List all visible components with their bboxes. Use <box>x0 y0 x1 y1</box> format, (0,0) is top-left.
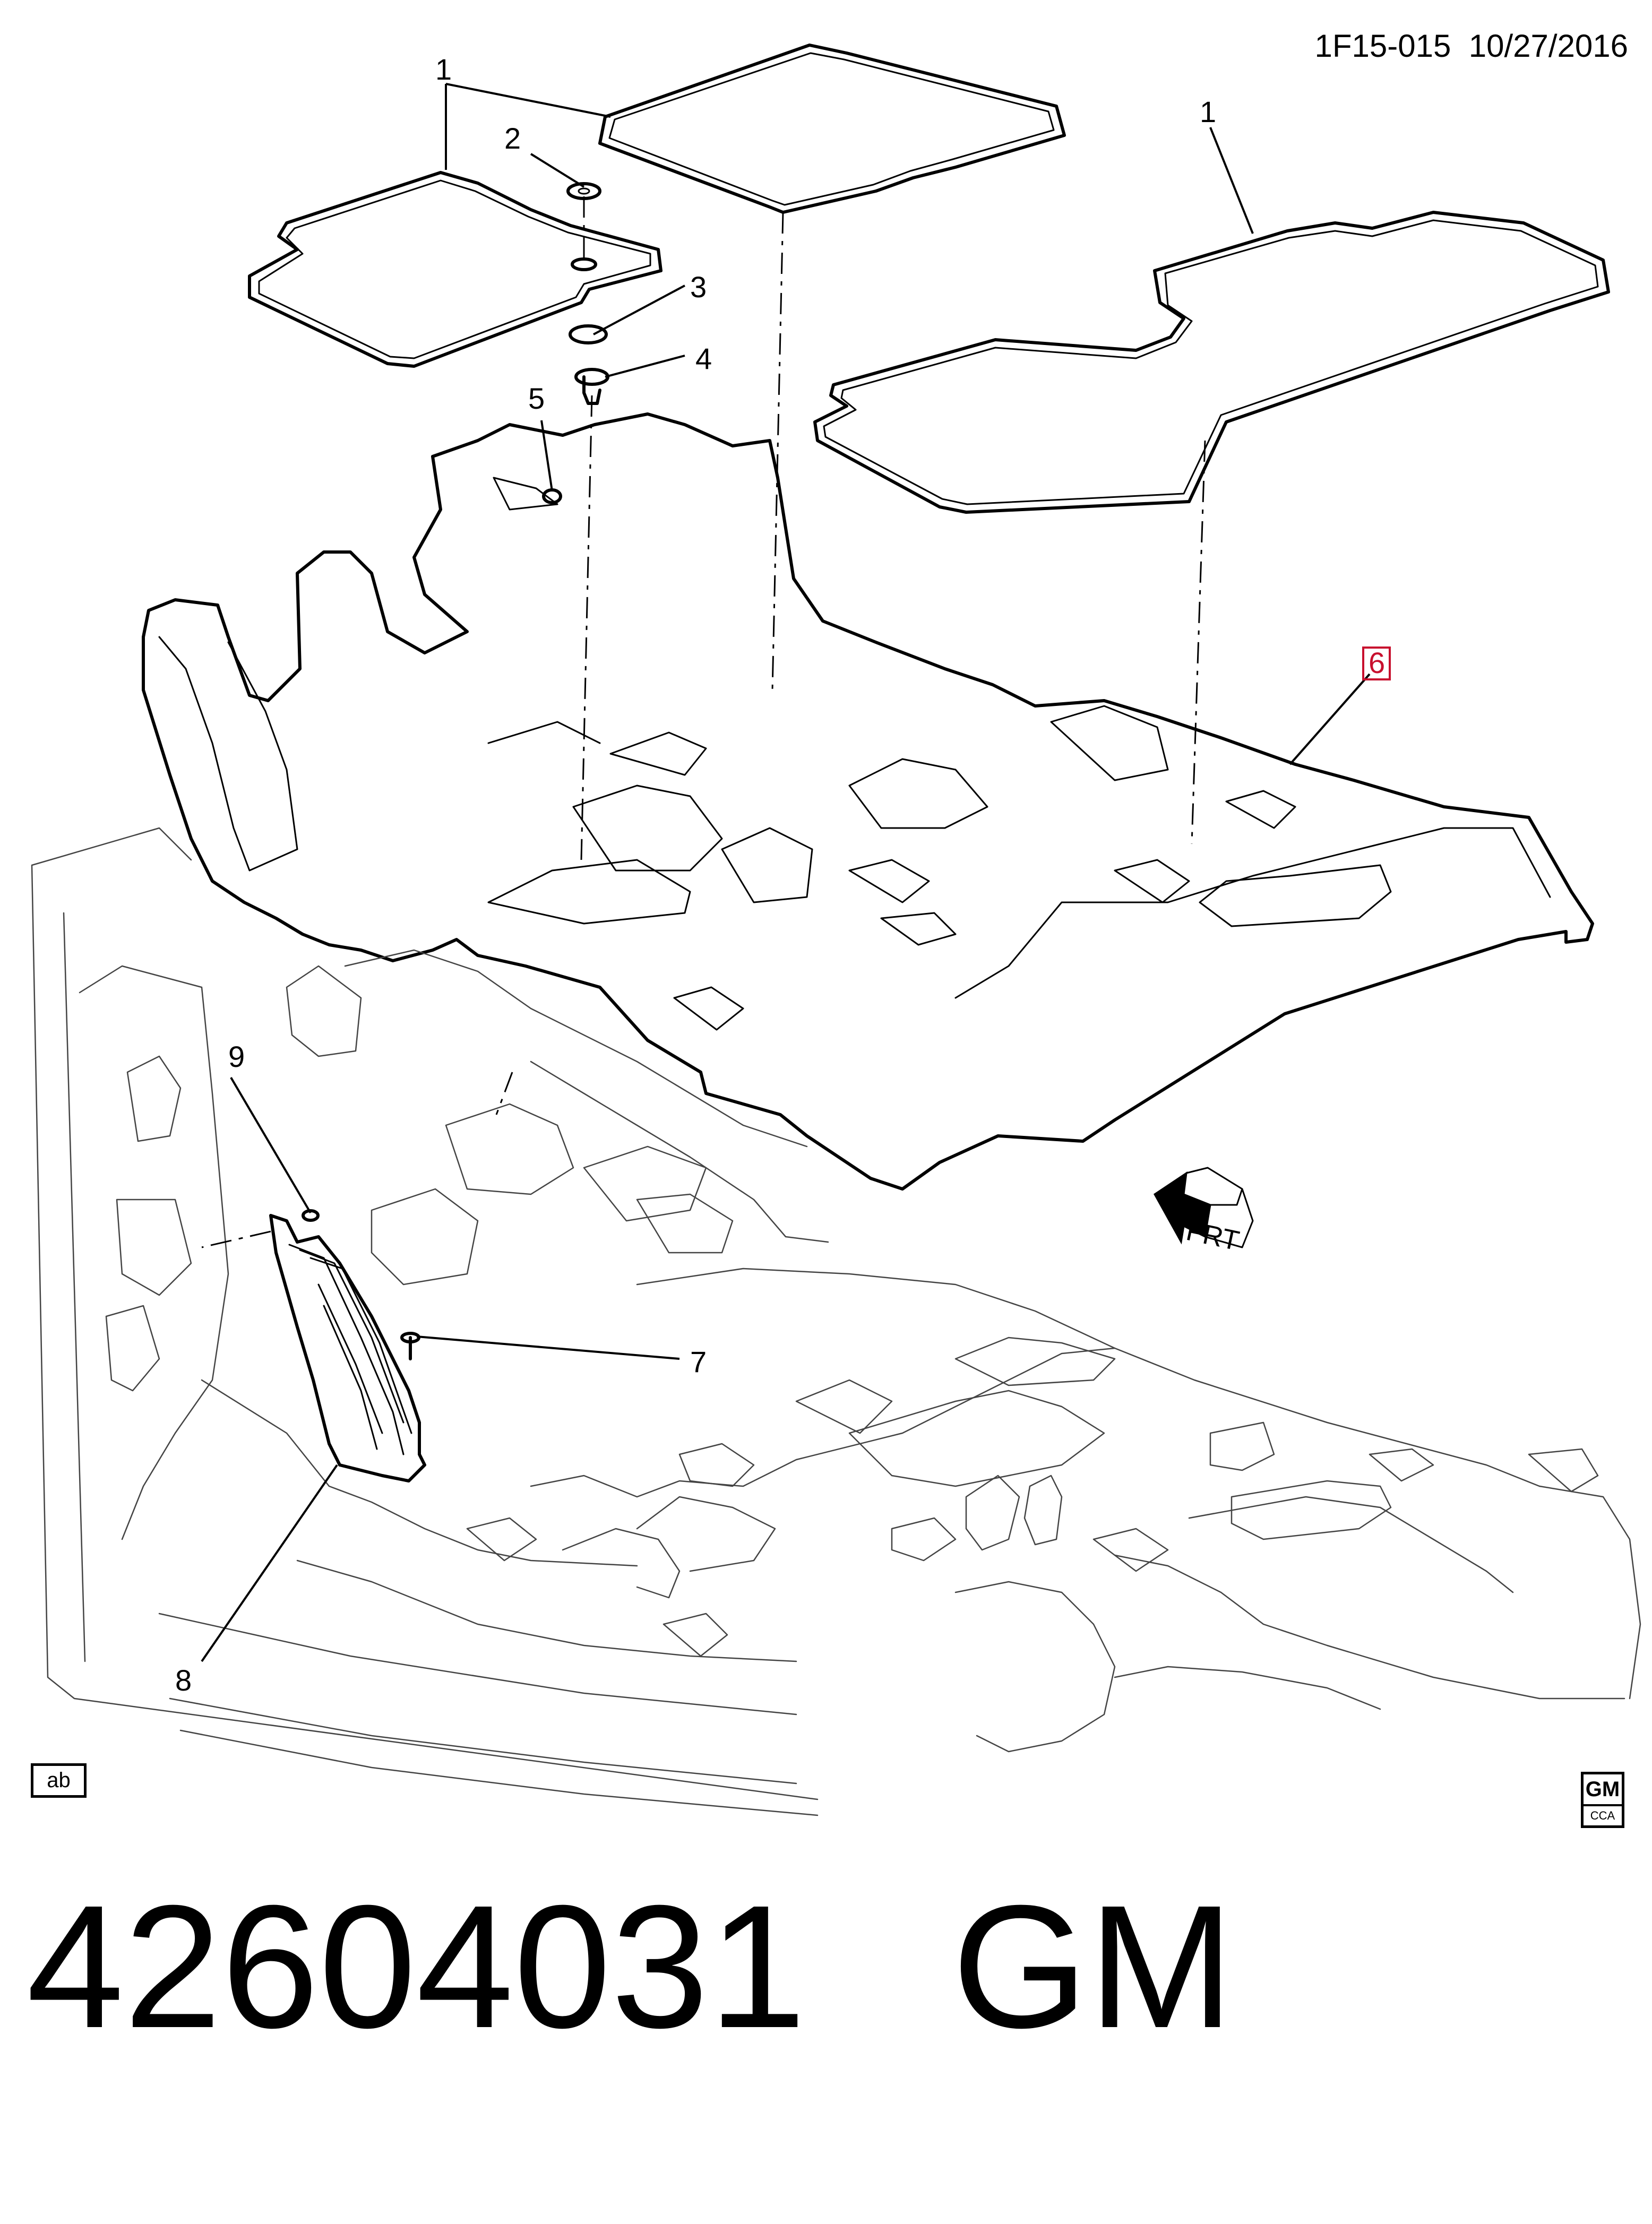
callout-8: 8 <box>175 1663 192 1697</box>
ab-label-box: ab <box>31 1763 87 1798</box>
floor-carpet <box>142 412 1594 1191</box>
fastener-parts <box>493 182 609 511</box>
logo-bottom-text: CCA <box>1590 1809 1615 1822</box>
gm-cca-logo: GM CCA <box>1581 1772 1624 1828</box>
part-number: 42604031 <box>27 1868 806 2064</box>
rear-floor-mat <box>813 211 1610 514</box>
callout-4: 4 <box>695 342 712 375</box>
callout-5: 5 <box>528 382 545 415</box>
front-direction-arrow: FRT <box>1154 1167 1254 1257</box>
callout-1-rear: 1 <box>1200 95 1216 128</box>
diagram-date: 10/27/2016 <box>1468 28 1628 64</box>
front-right-floor-mat <box>598 44 1066 214</box>
leader-lines <box>201 83 1371 1662</box>
diagram-header: 1F15-015 10/27/2016 <box>1315 28 1629 64</box>
front-direction-label: FRT <box>1184 1216 1242 1257</box>
logo-top-text: GM <box>1584 1774 1622 1806</box>
callout-7: 7 <box>690 1345 707 1378</box>
scuff-plate <box>269 1209 426 1482</box>
callout-2: 2 <box>504 122 521 155</box>
vehicle-body <box>31 827 1641 1816</box>
diagram-id: 1F15-015 <box>1314 28 1451 64</box>
callout-9: 9 <box>228 1040 245 1073</box>
callout-6-box <box>1362 646 1391 680</box>
brand-name: GM <box>952 1868 1234 2064</box>
caption: 42604031 GM <box>27 1879 1234 2054</box>
callout-1-front-left: 1 <box>435 53 452 86</box>
callout-6: 6 <box>1369 646 1385 679</box>
front-left-floor-mat <box>248 171 662 368</box>
alignment-lines <box>201 196 1206 1248</box>
callout-numbers: 1 1 2 3 4 5 6 7 8 9 <box>175 53 1391 1697</box>
callout-3: 3 <box>690 270 707 304</box>
